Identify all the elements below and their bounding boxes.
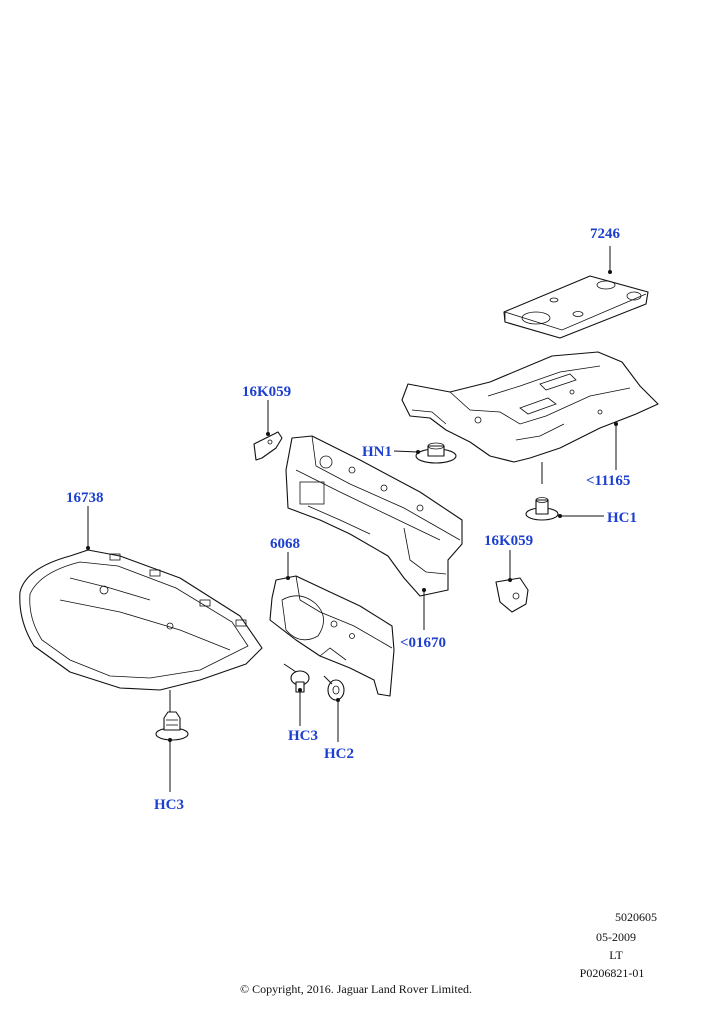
part-7246-plate xyxy=(503,275,649,339)
part-16k059-bracket-upper xyxy=(253,431,283,461)
callout-01670: <01670 xyxy=(400,635,446,651)
part-01670-bulkhead xyxy=(285,435,463,597)
fastener-hc1 xyxy=(525,497,559,521)
callout-11165: <11165 xyxy=(586,473,630,489)
fastener-hn1-nut xyxy=(415,442,457,464)
callout-6068: 6068 xyxy=(270,536,300,552)
copyright-notice: © Copyright, 2016. Jaguar Land Rover Lim… xyxy=(240,982,472,996)
leader-lines xyxy=(86,246,618,792)
part-6068-insulator xyxy=(269,575,395,697)
callout-hc2: HC2 xyxy=(324,746,354,762)
callout-hc3-upper: HC3 xyxy=(288,728,318,744)
callout-hn1: HN1 xyxy=(362,444,392,460)
part-16738-shield xyxy=(19,549,263,691)
callout-16738: 16738 xyxy=(66,490,104,506)
fastener-hc3-lower xyxy=(155,711,189,741)
callout-7246: 7246 xyxy=(590,226,621,242)
part-16k059-bracket-lower xyxy=(495,577,529,613)
diagram-date: 05-2009 xyxy=(596,930,636,944)
callout-16k059-lower: 16K059 xyxy=(484,533,533,549)
callout-hc1: HC1 xyxy=(607,510,637,526)
diagram-lt: LT xyxy=(609,948,623,962)
callout-hc3-lower: HC3 xyxy=(154,797,184,813)
diagram-reference: P0206821-01 xyxy=(580,966,645,980)
diagram-code: 5020605 xyxy=(615,910,657,924)
part-11165-panel xyxy=(401,351,659,463)
callout-16k059-upper: 16K059 xyxy=(242,384,291,400)
fastener-hc3-upper xyxy=(290,670,310,693)
